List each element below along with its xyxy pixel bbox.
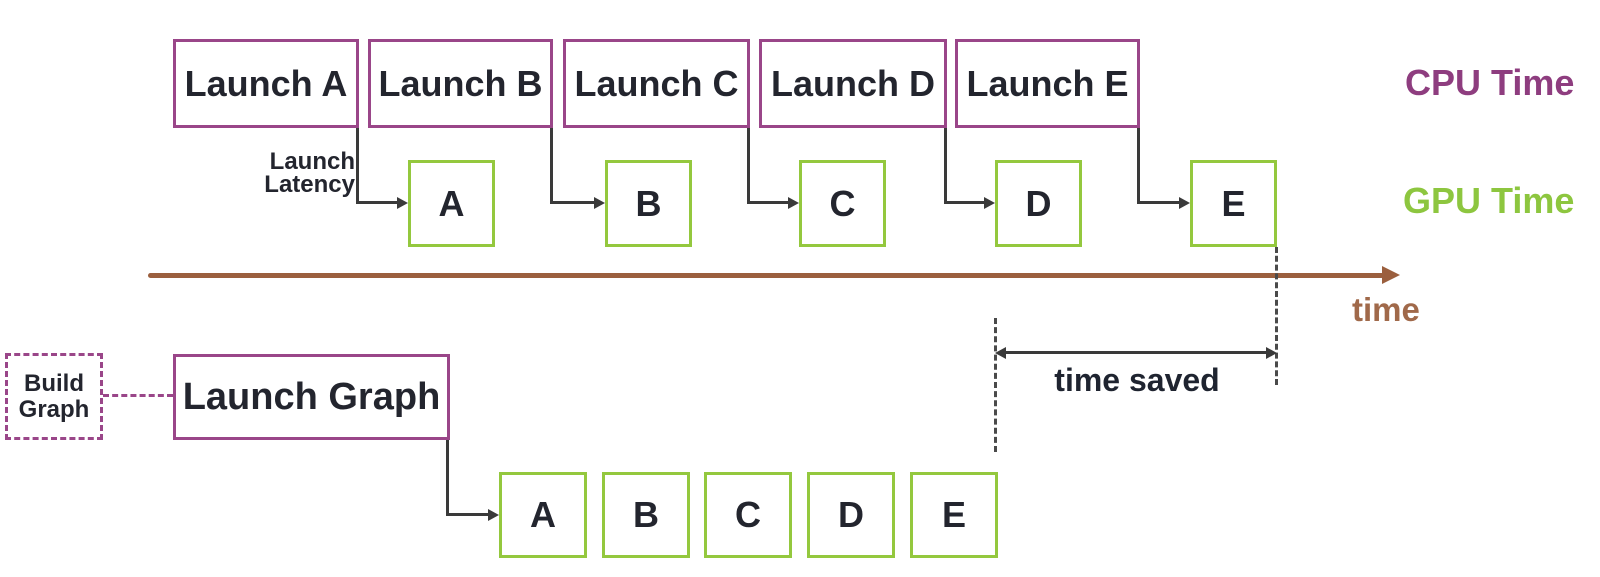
launch-box-a: Launch A xyxy=(173,39,359,128)
connector-line xyxy=(944,128,947,204)
graph-kernel-box-d: D xyxy=(807,472,895,558)
graph-kernel-d-label: D xyxy=(838,494,864,535)
launch-graph-label: Launch Graph xyxy=(182,375,441,418)
graph-kernel-box-b: B xyxy=(602,472,690,558)
cpu-time-label: CPU Time xyxy=(1405,62,1575,103)
launch-box-b-label: Launch B xyxy=(378,62,543,104)
launch-latency-label: Launch Latency xyxy=(205,148,355,198)
connector-line xyxy=(550,201,594,204)
arrowhead-right-icon xyxy=(984,197,995,209)
launch-box-e: Launch E xyxy=(955,39,1140,128)
graph-kernel-b-label: B xyxy=(633,494,659,535)
build-graph-box: Build Graph xyxy=(5,353,103,440)
gpu-kernel-b-label: B xyxy=(635,182,662,224)
connector-line xyxy=(944,201,984,204)
build-graph-line1: Build xyxy=(24,369,84,397)
gpu-kernel-box-a: A xyxy=(408,160,495,247)
launch-box-b: Launch B xyxy=(368,39,553,128)
build-graph-line2: Graph xyxy=(18,395,90,423)
gpu-time-label: GPU Time xyxy=(1403,180,1575,221)
gpu-kernel-a-label: A xyxy=(438,182,465,224)
connector-line xyxy=(356,128,359,204)
arrowhead-right-icon xyxy=(397,197,408,209)
time-saved-left-dashed-line xyxy=(994,318,997,452)
arrowhead-right-icon xyxy=(594,197,605,209)
connector-line xyxy=(747,201,788,204)
connector-line xyxy=(1137,128,1140,204)
build-to-launch-dashed-connector xyxy=(103,394,173,397)
connector-line xyxy=(446,440,449,516)
time-saved-right-dashed-line xyxy=(1275,247,1278,385)
arrowhead-right-icon xyxy=(1266,347,1277,359)
launch-latency-line2: Latency xyxy=(264,171,355,198)
connector-line xyxy=(550,128,553,204)
connector-line xyxy=(1137,201,1179,204)
launch-graph-box: Launch Graph xyxy=(173,354,450,440)
graph-kernel-box-a: A xyxy=(499,472,587,558)
graph-kernel-a-label: A xyxy=(530,494,556,535)
launch-box-e-label: Launch E xyxy=(966,62,1129,104)
arrowhead-right-icon xyxy=(1179,197,1190,209)
launch-box-d: Launch D xyxy=(759,39,947,128)
time-axis-line xyxy=(148,273,1384,278)
gpu-kernel-box-c: C xyxy=(799,160,886,247)
connector-line xyxy=(747,128,750,204)
launch-box-a-label: Launch A xyxy=(184,62,348,104)
graph-kernel-c-label: C xyxy=(735,494,761,535)
gpu-kernel-box-b: B xyxy=(605,160,692,247)
gpu-kernel-e-label: E xyxy=(1221,182,1246,224)
gpu-kernel-box-d: D xyxy=(995,160,1082,247)
time-saved-arrow-line xyxy=(1004,351,1270,354)
launch-box-d-label: Launch D xyxy=(770,62,935,104)
launch-latency-line1: Launch xyxy=(269,148,355,175)
arrowhead-left-icon xyxy=(995,347,1006,359)
connector-line xyxy=(356,201,397,204)
time-saved-label: time saved xyxy=(1054,362,1220,398)
launch-box-c: Launch C xyxy=(563,39,750,128)
gpu-kernel-c-label: C xyxy=(829,182,856,224)
arrowhead-right-icon xyxy=(488,509,499,521)
graph-kernel-e-label: E xyxy=(941,494,966,535)
time-axis-label: time xyxy=(1352,291,1420,328)
arrowhead-right-icon xyxy=(788,197,799,209)
gpu-kernel-box-e: E xyxy=(1190,160,1277,247)
gpu-kernel-d-label: D xyxy=(1025,182,1052,224)
time-axis-arrowhead-icon xyxy=(1382,266,1400,284)
launch-box-c-label: Launch C xyxy=(574,62,739,104)
graph-kernel-box-c: C xyxy=(704,472,792,558)
graph-kernel-box-e: E xyxy=(910,472,998,558)
connector-line xyxy=(446,513,488,516)
